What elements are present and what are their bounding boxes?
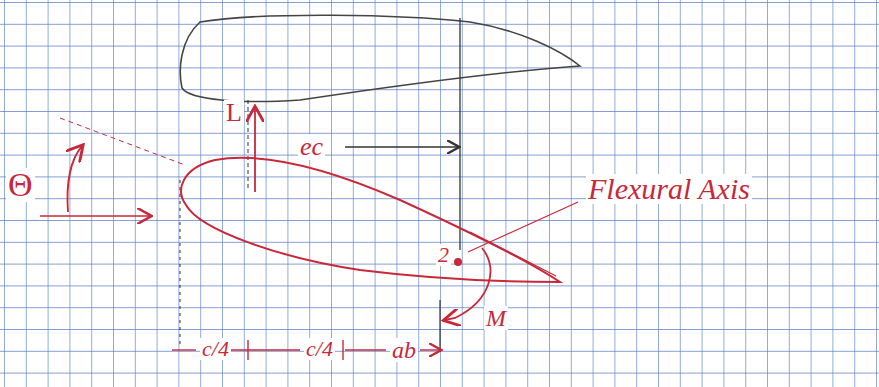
dimension-label: c/4 xyxy=(200,338,231,360)
axis-point-label: 2 xyxy=(436,244,451,266)
dimension-tick xyxy=(439,300,440,352)
leader-line xyxy=(468,202,578,252)
lift-label: L xyxy=(224,100,244,126)
dimension-tick xyxy=(247,340,248,360)
flexural-axis-line xyxy=(459,18,460,250)
lift-arrow xyxy=(254,108,256,192)
dimension-line xyxy=(345,349,386,350)
airfoil-section xyxy=(181,158,560,282)
trailing-edge-stroke xyxy=(470,232,556,276)
dimension-label: c/4 xyxy=(304,338,335,360)
wing-planform xyxy=(180,15,580,101)
leading-edge-line xyxy=(180,180,181,345)
offset-label: ec xyxy=(298,134,325,160)
dimension-label: ab xyxy=(390,338,418,362)
dimension-line xyxy=(228,349,300,350)
moment-label: M xyxy=(484,306,508,330)
dimension-tick xyxy=(342,340,343,360)
flexural-axis-point xyxy=(454,258,462,266)
flexural-axis-label: Flexural Axis xyxy=(586,174,752,204)
dimension-line xyxy=(420,349,440,350)
flow-arrow xyxy=(40,215,150,217)
ec-dimension xyxy=(345,146,458,147)
pitch-arrow xyxy=(68,146,82,212)
pitch-angle-label: Θ xyxy=(6,168,35,202)
chord-extension xyxy=(60,118,185,165)
dimension-line xyxy=(172,349,196,350)
quarter-chord-line xyxy=(248,100,249,190)
